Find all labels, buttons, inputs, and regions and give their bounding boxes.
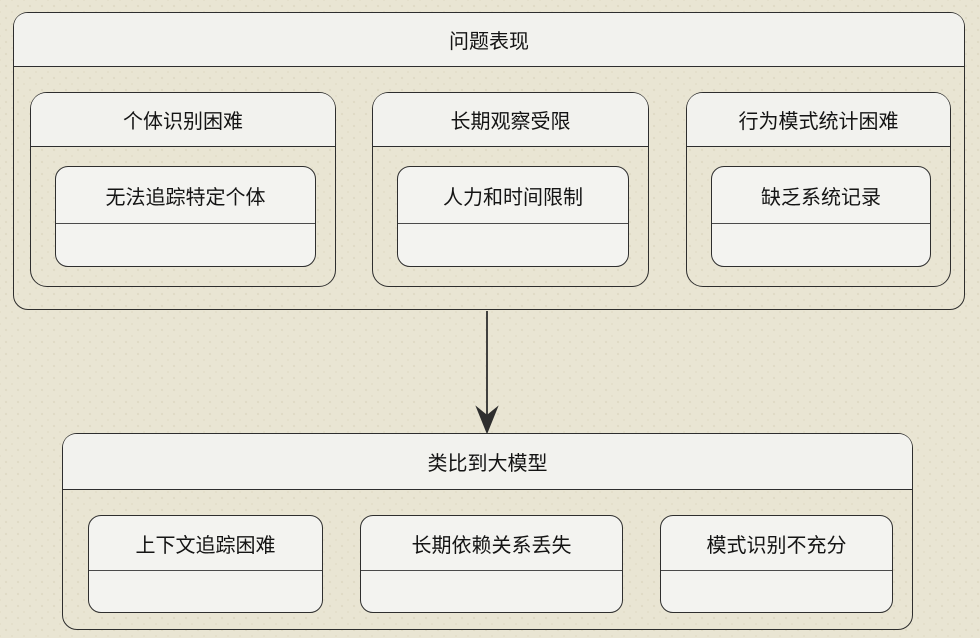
card-longterm-observation-title: 长期观察受限 [450, 111, 571, 133]
group-llm-analogy-title: 类比到大模型 [427, 453, 548, 475]
leaf-empty-section [56, 224, 315, 266]
leaf-empty-section [89, 571, 322, 612]
leaf-longterm-dependency-loss-label: 长期依赖关系丢失 [361, 516, 622, 571]
leaf-longterm-dependency-loss: 长期依赖关系丢失 [360, 515, 623, 613]
group-llm-analogy-header: 类比到大模型 [63, 434, 912, 490]
card-individual-identification: 个体识别困难 无法追踪特定个体 [30, 92, 336, 287]
group-llm-analogy: 类比到大模型 [62, 433, 913, 630]
leaf-track-individuals: 无法追踪特定个体 [55, 166, 316, 267]
card-behavior-pattern-statistics-header: 行为模式统计困难 [687, 93, 950, 147]
leaf-manpower-time-limit-label: 人力和时间限制 [398, 167, 628, 224]
card-longterm-observation: 长期观察受限 人力和时间限制 [372, 92, 649, 287]
card-behavior-pattern-statistics: 行为模式统计困难 缺乏系统记录 [686, 92, 951, 287]
leaf-empty-section [661, 571, 892, 612]
card-individual-identification-header: 个体识别困难 [31, 93, 335, 147]
card-longterm-observation-body: 人力和时间限制 [373, 147, 648, 286]
leaf-insufficient-pattern-recognition-label: 模式识别不充分 [661, 516, 892, 571]
card-behavior-pattern-statistics-body: 缺乏系统记录 [687, 147, 950, 286]
leaf-context-tracking-difficulty: 上下文追踪困难 [88, 515, 323, 613]
leaf-track-individuals-label: 无法追踪特定个体 [56, 167, 315, 224]
leaf-empty-section [398, 224, 628, 266]
leaf-insufficient-pattern-recognition: 模式识别不充分 [660, 515, 893, 613]
leaf-manpower-time-limit: 人力和时间限制 [397, 166, 629, 267]
leaf-context-tracking-difficulty-label: 上下文追踪困难 [89, 516, 322, 571]
group-problem-header: 问题表现 [14, 13, 964, 67]
card-behavior-pattern-statistics-title: 行为模式统计困难 [738, 111, 899, 133]
leaf-empty-section [361, 571, 622, 612]
leaf-empty-section [712, 224, 930, 266]
group-problem-title: 问题表现 [449, 31, 529, 53]
card-individual-identification-body: 无法追踪特定个体 [31, 147, 335, 286]
leaf-lack-systematic-records-label: 缺乏系统记录 [712, 167, 930, 224]
down-arrow-icon [475, 311, 499, 434]
card-individual-identification-title: 个体识别困难 [123, 111, 243, 133]
leaf-lack-systematic-records: 缺乏系统记录 [711, 166, 931, 267]
card-longterm-observation-header: 长期观察受限 [373, 93, 648, 147]
group-problem-manifestation: 问题表现 [13, 12, 965, 310]
